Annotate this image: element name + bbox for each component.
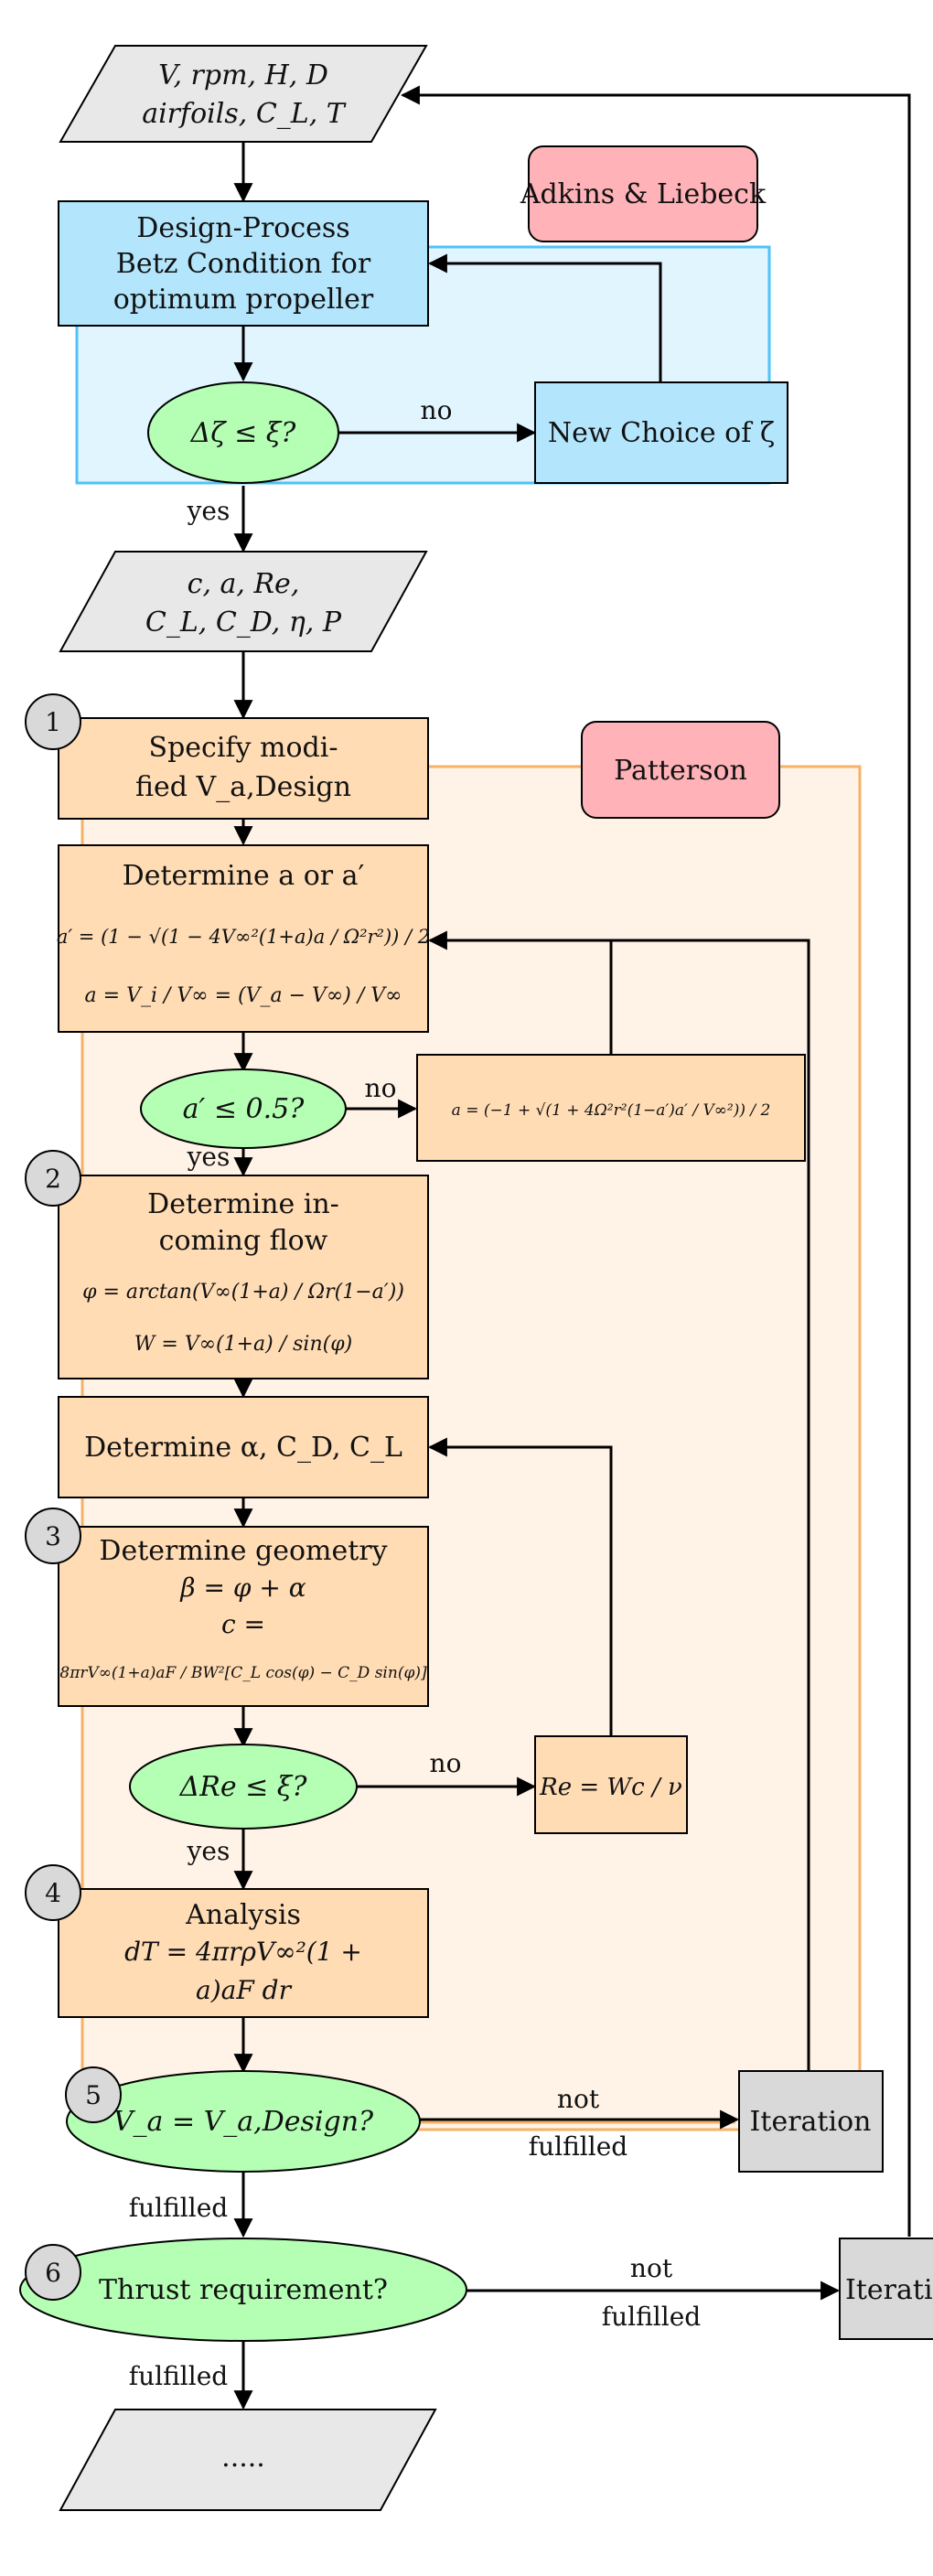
svg-text:a′ ≤ 0.5?: a′ ≤ 0.5? — [183, 1093, 306, 1125]
step-badge: 6 — [25, 2244, 81, 2301]
svg-text:Thrust requirement?: Thrust requirement? — [99, 2274, 388, 2306]
iteration-node: Iteration — [839, 2238, 933, 2340]
re-update-node: Re = Wc / ν — [534, 1735, 688, 1834]
edge-label-fulfilled: fulfilled — [129, 2193, 229, 2223]
decision-va-design: V_a = V_a,Design? — [66, 2070, 421, 2173]
edge-label-no: no — [365, 1073, 397, 1103]
svg-text:8πrV∞(1+a)aF / BW²[C_L cos(φ): 8πrV∞(1+a)aF / BW²[C_L cos(φ) − C_D sin(… — [59, 1664, 427, 1682]
edge-label-not: not — [630, 2253, 673, 2283]
decision-delta-re: ΔRe ≤ ξ? — [129, 1744, 358, 1830]
decision-a-prime: a′ ≤ 0.5? — [140, 1068, 347, 1149]
analysis-node: Analysis dT = 4πrρV∞²(1 + a)aF dr — [58, 1888, 429, 2018]
svg-text:a = (−1 + √(1 + 4Ω²r²(1−a′)a′: a = (−1 + √(1 + 4Ω²r²(1−a′)a′ / V∞²)) / … — [452, 1101, 771, 1120]
svg-text:Betz Condition for: Betz Condition for — [116, 248, 371, 280]
edge-label-not: not — [557, 2084, 600, 2114]
step-badge: 1 — [25, 693, 81, 750]
svg-text:a = V_i / V∞ = (V_a − V∞) / V∞: a = V_i / V∞ = (V_a − V∞) / V∞ — [85, 984, 402, 1007]
svg-text:5: 5 — [85, 2080, 102, 2110]
edge-label-fulfilled: fulfilled — [129, 2361, 229, 2391]
step-badge: 4 — [25, 1864, 81, 1921]
svg-text:6: 6 — [45, 2258, 61, 2288]
svg-text:Analysis: Analysis — [185, 1899, 301, 1931]
svg-text:New Choice of ζ: New Choice of ζ — [548, 417, 775, 449]
svg-text:V_a = V_a,Design?: V_a = V_a,Design? — [113, 2106, 374, 2138]
svg-text:β = φ + α: β = φ + α — [179, 1572, 306, 1603]
svg-text:Determine geometry: Determine geometry — [99, 1535, 387, 1567]
edge-label-no: no — [421, 395, 453, 425]
svg-text:C_L, C_D, η, P: C_L, C_D, η, P — [145, 606, 342, 639]
edge-label-fulfilled: fulfilled — [529, 2131, 628, 2162]
svg-text:Determine in-: Determine in- — [147, 1188, 339, 1220]
patterson-label: Patterson — [581, 721, 780, 819]
svg-text:W = V∞(1+a) / sin(φ): W = V∞(1+a) / sin(φ) — [134, 1333, 352, 1356]
decision-thrust: Thrust requirement? — [19, 2238, 467, 2342]
svg-text:Iteration: Iteration — [845, 2274, 933, 2306]
svg-text:fied V_a,Design: fied V_a,Design — [135, 771, 351, 803]
svg-text:Patterson: Patterson — [614, 755, 747, 787]
connectors — [233, 85, 911, 2410]
incoming-flow-node: Determine in- coming flow φ = arctan(V∞(… — [58, 1175, 429, 1379]
svg-text:dT = 4πrρV∞²(1 +: dT = 4πrρV∞²(1 + — [124, 1937, 362, 1967]
svg-text:Iteration: Iteration — [750, 2106, 872, 2138]
edge-label-fulfilled: fulfilled — [602, 2302, 702, 2332]
svg-text:Δζ ≤ ξ?: Δζ ≤ ξ? — [190, 417, 297, 449]
step-badge: 2 — [25, 1150, 81, 1207]
svg-text:.....: ..... — [221, 2442, 265, 2474]
decision-delta-zeta: Δζ ≤ ξ? — [147, 381, 339, 484]
svg-text:4: 4 — [45, 1878, 61, 1908]
svg-text:Re = Wc / ν: Re = Wc / ν — [539, 1774, 682, 1801]
output-parameters-node: c, a, Re, C_L, C_D, η, P — [59, 551, 428, 652]
svg-text:Specify modi-: Specify modi- — [149, 732, 338, 764]
svg-text:c, a, Re,: c, a, Re, — [188, 568, 300, 600]
new-choice-node: New Choice of ζ — [534, 381, 788, 484]
determine-a-node: Determine a or a′ a′ = (1 − √(1 − 4V∞²(1… — [57, 844, 430, 1033]
final-output-node: ..... — [59, 2409, 437, 2511]
edge-label-no: no — [430, 1748, 462, 1778]
edge-label-yes: yes — [187, 496, 231, 526]
svg-text:φ = arctan(V∞(1+a) / Ωr(1−a′)): φ = arctan(V∞(1+a) / Ωr(1−a′)) — [82, 1281, 404, 1304]
step-badge: 3 — [25, 1508, 81, 1564]
design-process-node: Design-Process Betz Condition for optimu… — [58, 200, 429, 327]
svg-text:c =: c = — [221, 1609, 265, 1639]
svg-text:2: 2 — [45, 1164, 61, 1194]
svg-text:a′ = (1 − √(1 − 4V∞²(1+a)a / Ω: a′ = (1 − √(1 − 4V∞²(1+a)a / Ω²r²)) / 2 — [57, 926, 430, 948]
geometry-node: Determine geometry β = φ + α c = 8πrV∞(1… — [58, 1526, 429, 1707]
step-badge: 5 — [65, 2066, 122, 2123]
edge-label-yes: yes — [187, 1836, 231, 1866]
determine-alpha-node: Determine α, C_D, C_L — [58, 1396, 429, 1498]
svg-text:a)aF dr: a)aF dr — [196, 1975, 293, 2005]
svg-text:airfoils, C_L, T: airfoils, C_L, T — [142, 98, 347, 130]
svg-text:Determine α, C_D, C_L: Determine α, C_D, C_L — [84, 1432, 402, 1464]
svg-text:V, rpm, H, D: V, rpm, H, D — [158, 59, 328, 91]
specify-velocity-node: Specify modi- fied V_a,Design — [58, 717, 429, 820]
svg-text:Adkins & Liebeck: Adkins & Liebeck — [520, 178, 767, 210]
svg-text:optimum propeller: optimum propeller — [113, 284, 374, 316]
adkins-liebeck-label: Adkins & Liebeck — [520, 145, 767, 242]
svg-text:ΔRe ≤ ξ?: ΔRe ≤ ξ? — [179, 1771, 308, 1803]
a-update-node: a = (−1 + √(1 + 4Ω²r²(1−a′)a′ / V∞²)) / … — [416, 1054, 806, 1162]
input-parameters-node: V, rpm, H, D airfoils, C_L, T — [59, 45, 428, 143]
svg-text:coming flow: coming flow — [159, 1225, 328, 1257]
iteration-node: Iteration — [738, 2070, 884, 2173]
svg-text:Design-Process: Design-Process — [136, 212, 349, 244]
svg-text:1: 1 — [45, 707, 61, 737]
svg-text:3: 3 — [45, 1521, 61, 1551]
svg-text:Determine a or a′: Determine a or a′ — [123, 860, 365, 892]
